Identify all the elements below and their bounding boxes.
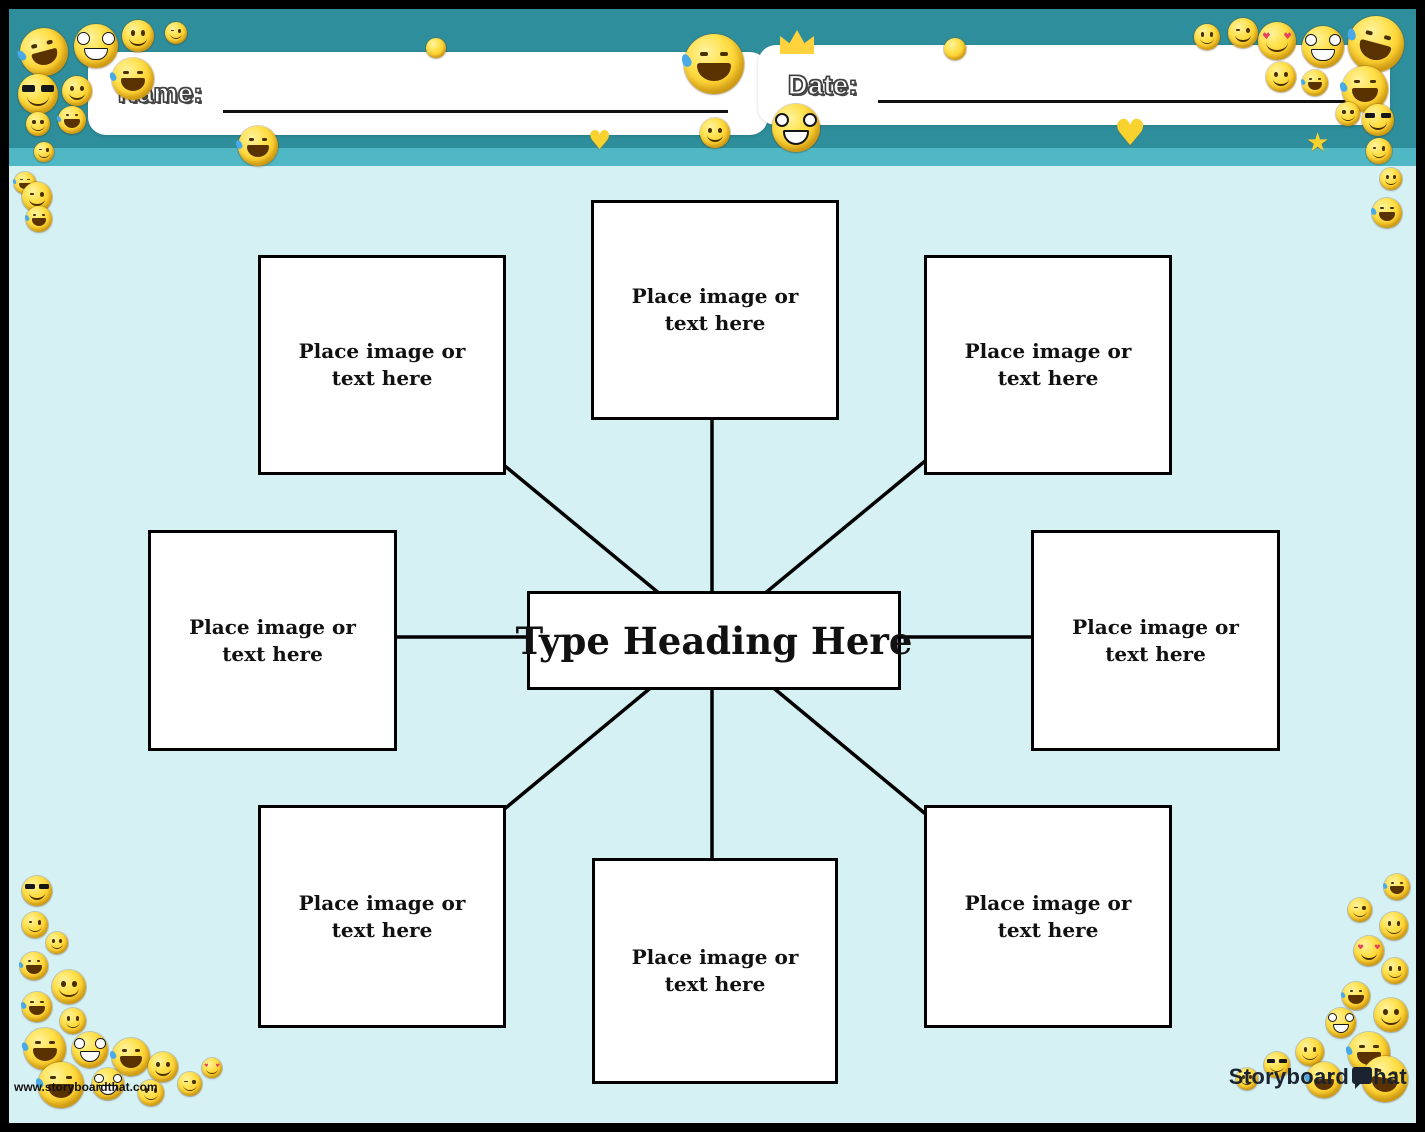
node-label: Place image or text here [189,614,356,666]
date-label: Date: [787,69,859,100]
node-box-bottom-left[interactable]: Place image or text here [258,805,506,1028]
website-url: www.storyboardthat.com [14,1080,158,1094]
header-strip [0,148,1425,166]
node-label: Place image or text here [298,890,466,942]
node-label: Place image or text here [631,945,799,996]
node-box-middle-left[interactable]: Place image or text here [148,530,397,751]
node-box-bottom-center[interactable]: Place image or text here [592,858,838,1084]
node-box-bottom-right[interactable]: Place image or text here [924,805,1172,1028]
name-field-box: Name: [88,52,768,135]
node-box-top-left[interactable]: Place image or text here [258,255,506,475]
brand-logo: Storyboard hat [1229,1064,1407,1090]
brand-text-storyboard: Storyboard [1228,1064,1350,1089]
date-field-box: Date: [758,45,1390,125]
name-line[interactable] [223,110,728,113]
node-label: Place image or text here [298,339,466,390]
node-box-middle-right[interactable]: Place image or text here [1031,530,1280,751]
speech-bubble-icon [1352,1066,1373,1089]
node-label: Place image or text here [964,339,1132,390]
date-line[interactable] [878,100,1350,103]
node-box-top-center[interactable]: Place image or text here [591,200,839,420]
heading-text: Type Heading Here [515,618,913,663]
node-label: Place image or text here [631,284,799,335]
node-box-top-right[interactable]: Place image or text here [924,255,1172,475]
heading-box[interactable]: Type Heading Here [516,591,912,690]
node-label: Place image or text here [1072,614,1239,666]
brand-text-that: hat [1373,1064,1407,1089]
name-label: Name: [117,77,204,108]
node-label: Place image or text here [964,890,1132,942]
